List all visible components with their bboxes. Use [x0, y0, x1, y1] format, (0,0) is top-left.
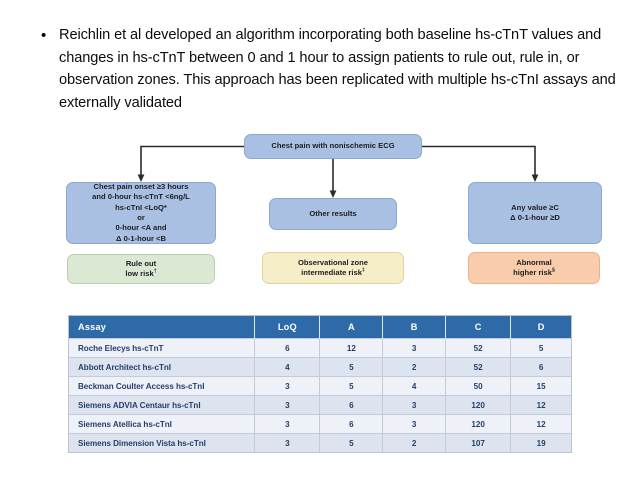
- flow-node-outcome-observational: Observational zone intermediate risk‡: [262, 252, 404, 284]
- outcome-rule-out-footnote-marker: †: [153, 268, 157, 275]
- cell-c: 120: [445, 414, 512, 434]
- cell-a: 5: [319, 433, 384, 452]
- criteria-right-line-2: Δ 0-1-hour ≥D: [510, 213, 560, 222]
- cell-d: 12: [510, 395, 571, 415]
- outcome-abnormal-footnote-marker: §: [551, 267, 555, 274]
- cell-d: 15: [510, 376, 571, 396]
- algorithm-flowchart: Chest pain with nonischemic ECG Chest pa…: [58, 128, 606, 296]
- outcome-rule-out-line-2: low risk: [125, 269, 154, 278]
- cell-b: 2: [382, 357, 446, 377]
- criteria-line-6: Δ 0-1-hour <B: [116, 233, 166, 243]
- flow-node-criteria-left: Chest pain onset ≥3 hours and 0-hour hs-…: [66, 182, 216, 244]
- cell-c: 52: [445, 338, 512, 358]
- cell-d: 12: [510, 414, 571, 434]
- cell-b: 2: [382, 433, 446, 452]
- cell-a: 12: [319, 338, 384, 358]
- cell-assay-name: Abbott Architect hs-cTnI: [69, 357, 256, 377]
- bullet-body-text: Reichlin et al developed an algorithm in…: [59, 27, 616, 111]
- cell-loq: 3: [254, 376, 321, 396]
- cell-loq: 3: [254, 395, 321, 415]
- table-header-c: C: [445, 316, 512, 339]
- table-header-assay: Assay: [69, 316, 256, 339]
- cell-a: 6: [319, 414, 384, 434]
- cell-d: 19: [510, 433, 571, 452]
- outcome-rule-out-line-1: Rule out: [125, 258, 157, 268]
- flow-node-criteria-right: Any value ≥C Δ 0-1-hour ≥D: [468, 182, 602, 244]
- table-header-loq: LoQ: [254, 316, 321, 339]
- criteria-line-4: or: [137, 213, 145, 222]
- outcome-abnormal-label: Abnormal higher risk§: [513, 258, 555, 279]
- cell-d: 5: [510, 338, 571, 358]
- outcome-abnormal-line-2: higher risk: [513, 268, 552, 277]
- cell-b: 4: [382, 376, 446, 396]
- cell-a: 6: [319, 395, 384, 415]
- cell-loq: 3: [254, 414, 321, 434]
- flow-node-outcome-rule-out: Rule out low risk†: [67, 254, 215, 284]
- criteria-right-line-1: Any value ≥C: [511, 202, 559, 212]
- cell-b: 3: [382, 395, 446, 415]
- table-row: Siemens ADVIA Centaur hs-cTnI 3 6 3 120 …: [69, 395, 571, 415]
- cell-assay-name: Siemens Dimension Vista hs-cTnI: [69, 433, 256, 452]
- criteria-line-5: 0-hour <A and: [115, 223, 167, 233]
- cell-c: 120: [445, 395, 512, 415]
- table-header-b: B: [382, 316, 446, 339]
- table-header-row: Assay LoQ A B C D: [69, 316, 571, 339]
- cell-b: 3: [382, 414, 446, 434]
- cell-loq: 3: [254, 433, 321, 452]
- bullet-marker: •: [41, 27, 47, 44]
- criteria-line-3: hs-cTnI <LoQ*: [115, 202, 167, 212]
- bullet-paragraph: • Reichlin et al developed an algorithm …: [38, 24, 616, 114]
- flow-node-criteria-left-label: Chest pain onset ≥3 hours and 0-hour hs-…: [92, 182, 190, 244]
- flowchart-connectors: [137, 145, 539, 198]
- cell-c: 107: [445, 433, 512, 452]
- cell-b: 3: [382, 338, 446, 358]
- cell-d: 6: [510, 357, 571, 377]
- cell-c: 50: [445, 376, 512, 396]
- cell-assay-name: Siemens Atellica hs-cTnI: [69, 414, 256, 434]
- cell-loq: 4: [254, 357, 321, 377]
- cell-assay-name: Beckman Coulter Access hs-cTnI: [69, 376, 256, 396]
- cell-c: 52: [445, 357, 512, 377]
- flow-node-criteria-right-label: Any value ≥C Δ 0-1-hour ≥D: [510, 203, 560, 224]
- table-row: Roche Elecys hs-cTnT 6 12 3 52 5: [69, 338, 571, 358]
- flow-node-root-label: Chest pain with nonischemic ECG: [271, 141, 395, 151]
- outcome-observational-label: Observational zone intermediate risk‡: [298, 258, 368, 279]
- criteria-line-1: Chest pain onset ≥3 hours: [93, 181, 189, 191]
- table-header-d: D: [510, 316, 571, 339]
- outcome-rule-out-label: Rule out low risk†: [125, 259, 156, 280]
- outcome-abnormal-line-1: Abnormal: [516, 257, 552, 267]
- cell-a: 5: [319, 376, 384, 396]
- assay-cutoff-table: Assay LoQ A B C D Roche Elecys hs-cTnT 6…: [68, 315, 572, 453]
- table-row: Beckman Coulter Access hs-cTnI 3 5 4 50 …: [69, 376, 571, 396]
- cell-a: 5: [319, 357, 384, 377]
- cell-assay-name: Siemens ADVIA Centaur hs-cTnI: [69, 395, 256, 415]
- table-row: Siemens Atellica hs-cTnI 3 6 3 120 12: [69, 414, 571, 434]
- outcome-observational-footnote-marker: ‡: [361, 267, 365, 274]
- table-header-a: A: [319, 316, 384, 339]
- table-row: Abbott Architect hs-cTnI 4 5 2 52 6: [69, 357, 571, 377]
- flow-node-other-results-label: Other results: [309, 208, 357, 218]
- flow-node-other-results: Other results: [269, 198, 397, 230]
- outcome-observational-line-2: intermediate risk: [301, 268, 362, 277]
- table-row: Siemens Dimension Vista hs-cTnI 3 5 2 10…: [69, 433, 571, 452]
- outcome-observational-line-1: Observational zone: [297, 257, 369, 267]
- cell-loq: 6: [254, 338, 321, 358]
- flow-node-outcome-abnormal: Abnormal higher risk§: [468, 252, 600, 284]
- flow-node-root: Chest pain with nonischemic ECG: [244, 134, 422, 159]
- criteria-line-2: and 0-hour hs-cTnT <6ng/L: [92, 192, 190, 202]
- cell-assay-name: Roche Elecys hs-cTnT: [69, 338, 256, 358]
